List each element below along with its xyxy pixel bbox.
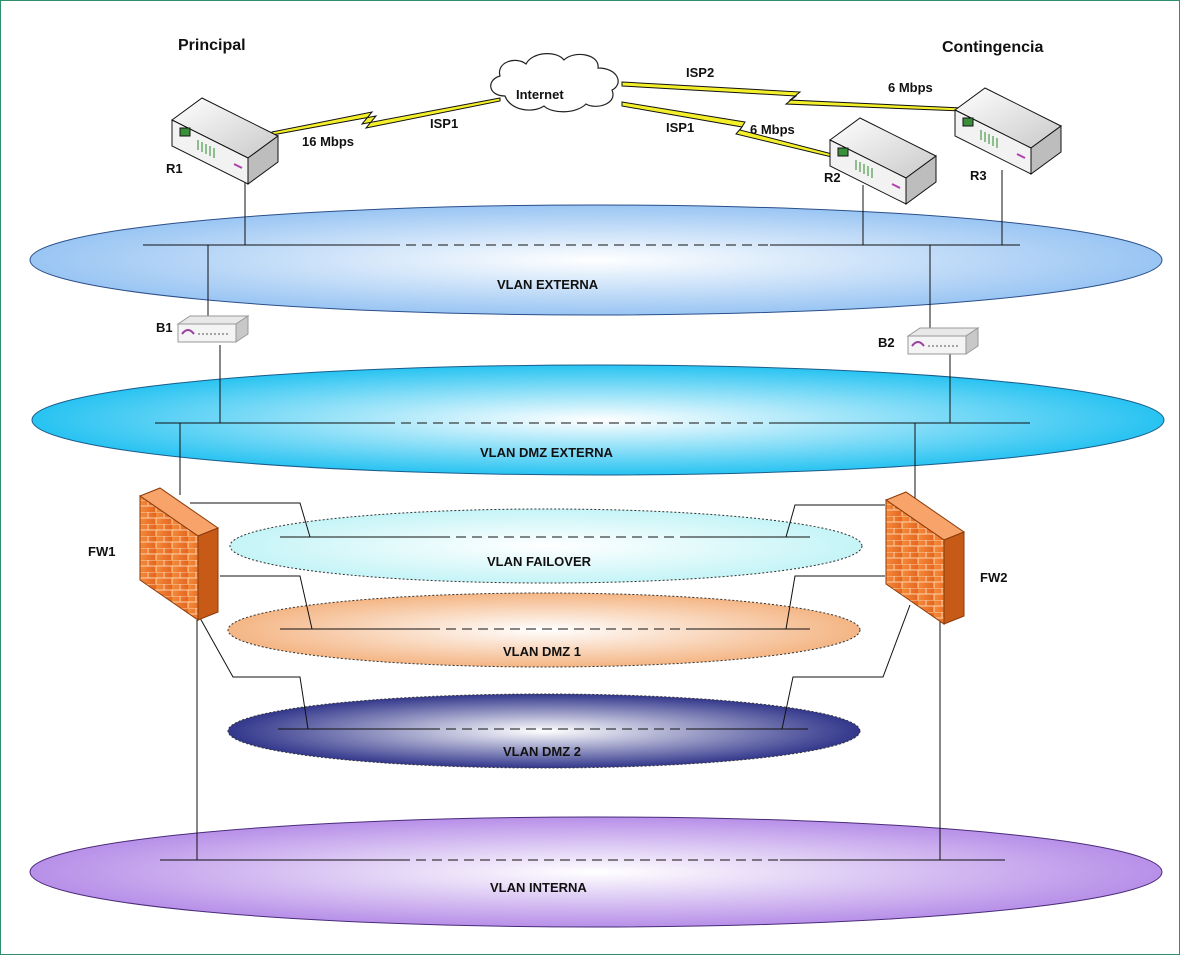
fw2-label: FW2 [980, 570, 1007, 585]
router-icon [171, 97, 279, 185]
vlan-failover-ellipse [229, 508, 863, 584]
vlan-dmz1-ellipse [227, 592, 861, 668]
internet-label: Internet [516, 87, 564, 102]
vlan-dmz2-ellipse [227, 693, 861, 769]
lightning-link-r2 [621, 101, 837, 159]
r3-speed-label: 6 Mbps [888, 80, 933, 95]
router-icon [954, 87, 1062, 175]
vlan-failover-label: VLAN FAILOVER [487, 554, 592, 569]
site-principal-label: Principal [178, 37, 246, 54]
r2-speed-label: 6 Mbps [750, 122, 795, 137]
b1-label: B1 [156, 320, 173, 335]
vlan-interna-ellipse [29, 816, 1163, 928]
r3-isp-label: ISP2 [686, 65, 714, 80]
firewall-icon [138, 487, 220, 621]
r3-label: R3 [970, 168, 987, 183]
fw1-label: FW1 [88, 544, 115, 559]
vlan-dmz2-label: VLAN DMZ 2 [503, 744, 581, 759]
cloud-icon [490, 53, 619, 113]
vlan-externa-ellipse [29, 204, 1163, 316]
switch-icon [176, 315, 250, 343]
r1-isp-label: ISP1 [430, 116, 458, 131]
site-contingencia-label: Contingencia [942, 39, 1043, 56]
connection-lines [179, 170, 1003, 860]
switch-icon [906, 327, 980, 355]
bus-lines [143, 244, 1030, 861]
vlan-interna-label: VLAN INTERNA [490, 880, 587, 895]
lightning-link-r1 [271, 97, 501, 136]
r2-isp-label: ISP1 [666, 120, 694, 135]
vlan-externa-label: VLAN EXTERNA [497, 277, 599, 292]
b2-label: B2 [878, 335, 895, 350]
r1-label: R1 [166, 161, 183, 176]
firewall-icon [884, 491, 966, 625]
vlan-dmz-externa-label: VLAN DMZ EXTERNA [480, 445, 614, 460]
vlan-dmz1-label: VLAN DMZ 1 [503, 644, 581, 659]
router-icon [829, 117, 937, 205]
r2-label: R2 [824, 170, 841, 185]
vlan-dmz-externa-ellipse [31, 364, 1165, 476]
r1-speed-label: 16 Mbps [302, 134, 354, 149]
